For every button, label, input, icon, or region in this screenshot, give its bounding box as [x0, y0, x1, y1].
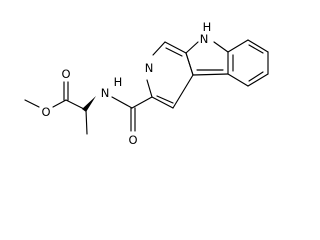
bond	[85, 109, 88, 135]
amide-group	[111, 96, 153, 132]
double-bond-inner	[248, 71, 264, 82]
indole-nh-hydrogen-label: H	[203, 20, 212, 34]
bond	[185, 41, 199, 54]
bond	[24, 99, 40, 108]
benzene-ring	[227, 39, 269, 87]
pyridine-nitrogen-label: N	[145, 61, 154, 75]
bond	[247, 73, 269, 87]
bond	[172, 74, 194, 109]
bond	[247, 39, 269, 53]
bond	[152, 41, 166, 56]
ester-methoxy-oxygen-label: O	[41, 105, 50, 119]
bond	[151, 96, 174, 109]
bond	[131, 96, 153, 109]
ester-fragment	[24, 81, 96, 135]
chemical-structure-diagram: H N N H N O O O	[24, 20, 269, 147]
bond	[65, 99, 87, 111]
indole-nitrogen-label: N	[200, 32, 209, 46]
double-bond-inner	[248, 44, 264, 54]
pyridine-ring	[146, 41, 194, 109]
bond	[227, 39, 249, 53]
double-bond-inner	[165, 47, 183, 57]
bond	[192, 73, 229, 76]
amide-oxygen-label: O	[128, 133, 137, 147]
double-bond-inner	[156, 95, 174, 104]
amide-nitrogen-label: N	[101, 86, 110, 100]
bond	[213, 41, 229, 53]
ester-carbonyl-oxygen-label: O	[61, 67, 70, 81]
bond	[164, 41, 187, 54]
bond	[111, 96, 133, 109]
pyrrole-ring	[185, 41, 229, 76]
bond	[52, 99, 67, 108]
bond	[227, 73, 249, 87]
bond	[185, 52, 194, 76]
amide-nh-hydrogen-label: H	[114, 75, 123, 89]
stereo-wedge-bond	[82, 96, 96, 112]
bond	[146, 79, 153, 98]
